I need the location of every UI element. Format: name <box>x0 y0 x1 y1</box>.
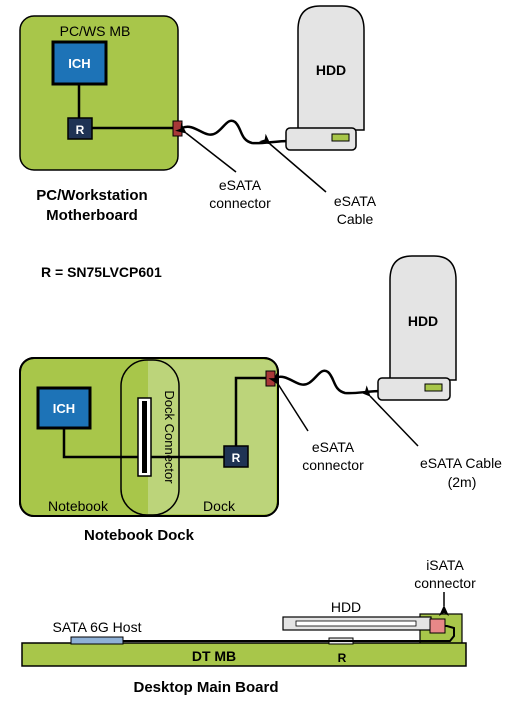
dt-mb-board <box>21 642 467 667</box>
cable-label-line1: eSATA Cable <box>420 455 502 471</box>
caption-desktop-main-board: Desktop Main Board <box>133 679 278 696</box>
cable-label-line1: eSATA <box>334 193 377 209</box>
dt-mb-label: DT MB <box>192 648 236 664</box>
redriver-label: R <box>76 123 85 137</box>
esata-cable <box>274 369 383 395</box>
notebook-dock-diagram: ICH Dock Connector R HDD eSATA connector… <box>19 255 502 544</box>
connector-label-line2: connector <box>302 457 364 473</box>
hdd-drive-slot <box>295 620 417 627</box>
redriver-label: R <box>338 651 347 665</box>
isata-label-line2: connector <box>414 575 476 591</box>
pc-ws-motherboard <box>19 15 179 171</box>
sata-host-block <box>70 636 124 645</box>
esata-connector <box>172 120 183 137</box>
connector-label-line2: connector <box>209 195 271 211</box>
pc-workstation-diagram: PC/WS MB ICH R HDD eSATA connector eSATA… <box>19 5 377 227</box>
hdd-body <box>297 5 365 131</box>
pc-ws-mb-label: PC/WS MB <box>60 23 131 39</box>
redriver-label: R <box>232 451 241 465</box>
dock-outer-border <box>19 357 279 517</box>
connector-arrow <box>175 122 237 173</box>
dock-connector-pill <box>120 359 180 516</box>
hdd-body <box>389 255 457 381</box>
esata-connector <box>265 370 276 387</box>
dock-label: Dock <box>203 498 236 514</box>
isata-connector <box>429 618 446 634</box>
ich-label: ICH <box>53 401 75 416</box>
caption-notebook-dock: Notebook Dock <box>84 527 195 544</box>
cable-label-line2: Cable <box>337 211 374 227</box>
notebook-label: Notebook <box>48 498 109 514</box>
connector-label-line1: eSATA <box>312 439 355 455</box>
caption-pc-ws-line2: Motherboard <box>46 207 138 224</box>
cable-arrow <box>259 133 327 193</box>
isata-label-line1: iSATA <box>426 557 464 573</box>
esata-cable <box>181 119 291 145</box>
cable-arrow <box>359 385 419 447</box>
dock-connector-label: Dock Connector <box>162 390 177 484</box>
ich-label: ICH <box>68 56 90 71</box>
ich-to-dock-trace <box>62 428 138 459</box>
sata-host-label: SATA 6G Host <box>53 619 142 635</box>
caption-pc-ws-line1: PC/Workstation <box>36 187 147 204</box>
hdd-label: HDD <box>331 599 361 615</box>
connector-label-line1: eSATA <box>219 177 262 193</box>
desktop-board-diagram: DT MB SATA 6G Host R HDD iSATA connector… <box>21 557 476 696</box>
r-to-connector-trace <box>234 376 266 446</box>
dock-region <box>148 360 276 514</box>
connector-arrow <box>268 372 309 432</box>
hdd-led <box>331 133 350 142</box>
cable-label-line2: (2m) <box>448 474 477 490</box>
hdd-label: HDD <box>408 313 438 329</box>
dock-connector-slot-inner <box>142 401 147 473</box>
redriver-legend: R = SN75LVCP601 <box>41 264 162 280</box>
hdd-led <box>424 383 443 392</box>
hdd-label: HDD <box>316 62 346 78</box>
